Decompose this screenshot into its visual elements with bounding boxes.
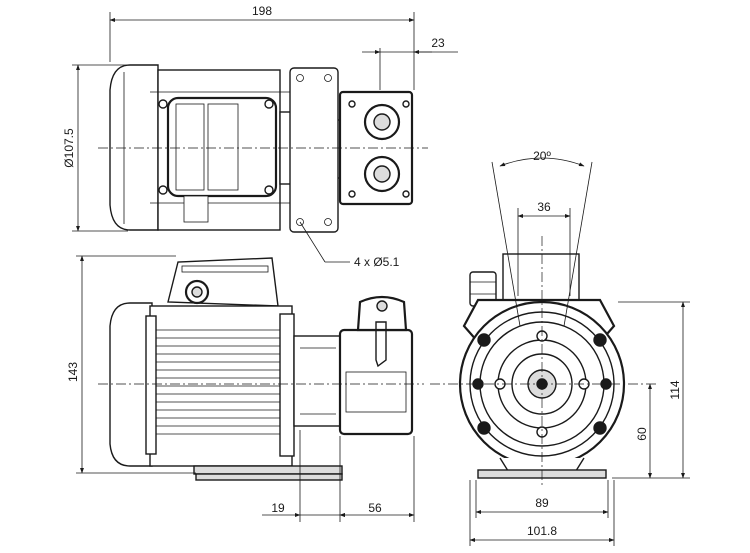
- dim-foot-inner: 89: [535, 496, 549, 510]
- dim-overall-length: 198: [252, 4, 272, 18]
- front-view: [430, 236, 658, 486]
- bolt-icon: [158, 99, 274, 195]
- dim-side-left: 19: [271, 501, 285, 515]
- side-view: [98, 257, 424, 481]
- cooling-fins: [155, 329, 288, 435]
- dim-side-height: 143: [66, 362, 80, 382]
- dim-motor-diameter: Ø107.5: [62, 128, 76, 168]
- dim-front-shaft: 60: [635, 427, 649, 441]
- port-icon: [363, 103, 401, 193]
- dim-front-angle: 20º: [533, 149, 551, 163]
- dim-mounting-holes: 4 x Ø5.1: [354, 255, 400, 269]
- cable-gland-icon: [184, 279, 210, 305]
- dim-front-height: 114: [668, 380, 682, 399]
- dim-foot-outer: 101.8: [527, 524, 557, 538]
- top-view: [98, 64, 428, 233]
- dim-side-right: 56: [368, 501, 382, 515]
- dim-front-port: 36: [537, 200, 551, 214]
- dim-flange-offset: 23: [431, 36, 445, 50]
